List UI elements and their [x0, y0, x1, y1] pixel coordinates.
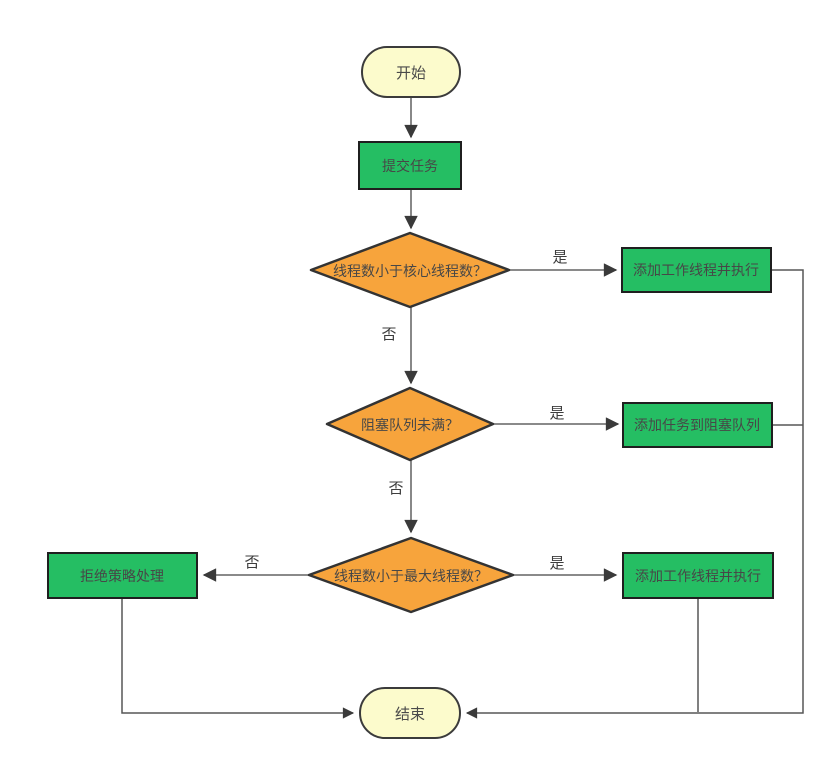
edge-reject-to-end — [121, 598, 355, 719]
start-label: 开始 — [396, 65, 426, 82]
decision-max-threads-node: 线程数小于最大线程数？ — [307, 536, 515, 614]
add-worker-thread-2-node: 添加工作线程并执行 — [622, 552, 774, 599]
add-task-to-queue-shape — [622, 402, 773, 448]
add-worker-thread-1-label: 添加工作线程并执行 — [633, 262, 759, 278]
add-worker-thread-1-shape — [621, 247, 772, 293]
add-task-to-queue-label: 添加任务到阻塞队列 — [634, 417, 760, 433]
add-worker-thread-2-label: 添加工作线程并执行 — [635, 568, 761, 584]
add-worker-thread-2-shape — [622, 552, 774, 599]
decision-queue-label: 阻塞队列未满？ — [361, 417, 459, 433]
add-task-to-queue-node: 添加任务到阻塞队列 — [622, 402, 773, 448]
decision-max-threads-label: 线程数小于最大线程数？ — [334, 568, 488, 584]
submit-task-label: 提交任务 — [382, 158, 438, 174]
reject-policy-label: 拒绝策略处理 — [80, 568, 164, 584]
end-node: 结束 — [359, 687, 461, 739]
start-node: 开始 — [361, 46, 461, 98]
end-shape — [359, 687, 461, 739]
label-no-queue: 否 — [388, 480, 403, 497]
decision-max-threads-shape — [307, 536, 515, 614]
label-yes-queue: 是 — [549, 405, 564, 422]
add-worker-thread-1-node: 添加工作线程并执行 — [621, 247, 772, 293]
end-label: 结束 — [395, 706, 425, 723]
decision-core-threads-node: 线程数小于核心线程数？ — [309, 231, 511, 309]
decision-queue-node: 阻塞队列未满？ — [325, 386, 495, 462]
label-no-max: 否 — [244, 554, 259, 571]
reject-policy-shape — [47, 552, 198, 599]
label-no-core: 否 — [381, 326, 396, 343]
decision-queue-shape — [325, 386, 495, 462]
decision-core-threads-shape — [309, 231, 511, 309]
label-yes-max: 是 — [549, 555, 564, 572]
submit-task-shape — [358, 141, 462, 190]
start-shape — [361, 46, 461, 98]
edge-addworker1-to-end — [465, 269, 804, 719]
decision-core-threads-label: 线程数小于核心线程数？ — [333, 263, 487, 279]
label-yes-core: 是 — [552, 249, 567, 266]
submit-task-node: 提交任务 — [358, 141, 462, 190]
reject-policy-node: 拒绝策略处理 — [47, 552, 198, 599]
